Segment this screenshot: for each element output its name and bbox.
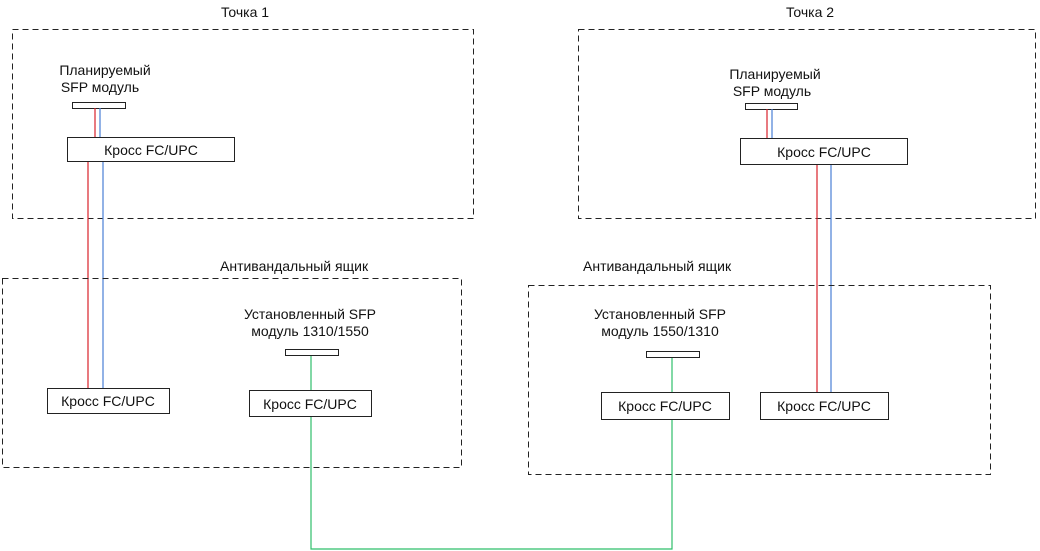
box2-title: Антивандальный ящик xyxy=(583,258,732,274)
box1-installed-sfp-label-1: Установленный SFP xyxy=(244,306,376,322)
box1-installed-sfp xyxy=(285,349,339,356)
box2-cross-right xyxy=(760,392,889,420)
box1-cross-sfp xyxy=(249,390,372,417)
box2-cross-sfp-label: Кросс FC/UPC xyxy=(618,398,712,414)
point1-cross xyxy=(67,137,235,162)
box1-cross-left-label: Кросс FC/UPC xyxy=(61,393,155,409)
box1-cross-sfp-label: Кросс FC/UPC xyxy=(263,396,357,412)
point2-planned-sfp-label-1: Планируемый xyxy=(729,66,820,82)
point1-title: Точка 1 xyxy=(221,4,269,20)
point1-planned-sfp-label-2: SFP модуль xyxy=(61,79,139,95)
point1-area xyxy=(12,29,474,219)
point2-title: Точка 2 xyxy=(786,4,834,20)
box2-cross-right-label: Кросс FC/UPC xyxy=(777,398,871,414)
box2-installed-sfp xyxy=(646,351,700,358)
box2-cross-sfp xyxy=(601,392,730,420)
point1-planned-sfp-label-1: Планируемый xyxy=(59,62,150,78)
box1-cross-left xyxy=(47,388,170,414)
box2-installed-sfp-label-1: Установленный SFP xyxy=(594,306,726,322)
point2-cross xyxy=(740,138,908,165)
point1-cross-label: Кросс FC/UPC xyxy=(104,142,198,158)
box2-area xyxy=(528,285,991,475)
box1-installed-sfp-label-2: модуль 1310/1550 xyxy=(251,323,369,339)
link-fiber-green xyxy=(310,417,673,550)
point2-planned-sfp-label-2: SFP модуль xyxy=(733,83,811,99)
point2-area xyxy=(578,29,1036,219)
box1-title: Антивандальный ящик xyxy=(220,258,369,274)
box2-installed-sfp-label-2: модуль 1550/1310 xyxy=(601,323,719,339)
point1-planned-sfp xyxy=(72,102,126,109)
point2-planned-sfp xyxy=(745,103,798,110)
box1-area xyxy=(2,278,462,468)
point2-cross-label: Кросс FC/UPC xyxy=(777,144,871,160)
